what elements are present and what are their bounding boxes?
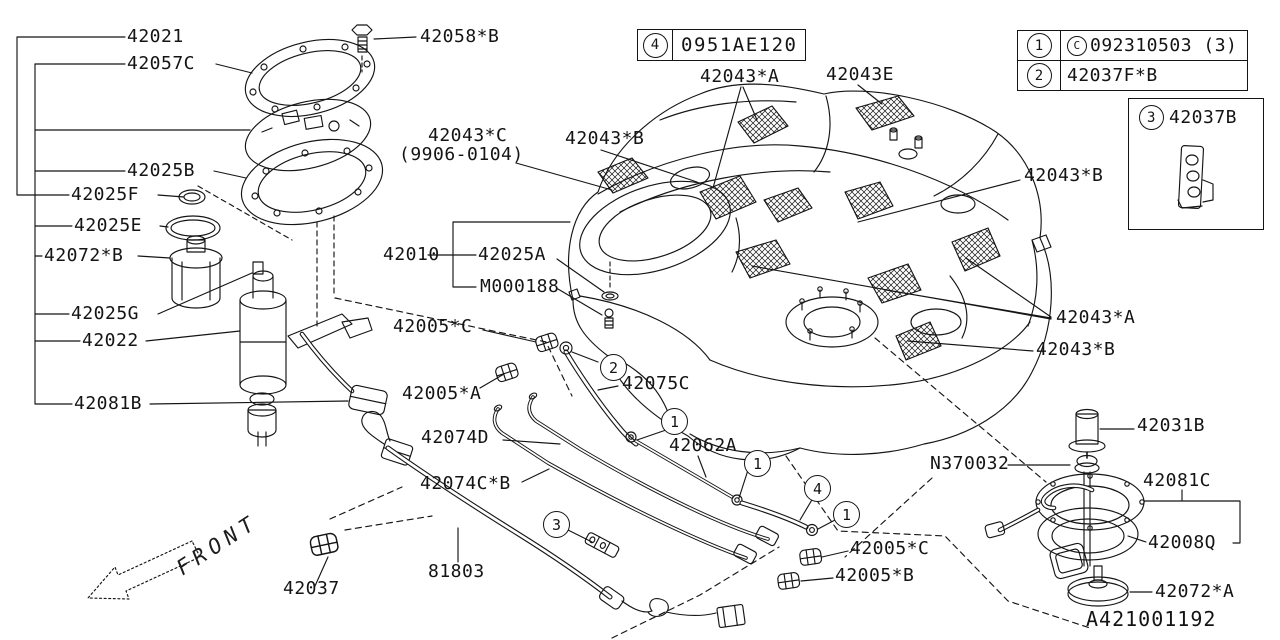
part-label-42005C-bottom: 42005*C (850, 538, 930, 559)
circled-3-icon: 3 (1139, 105, 1164, 130)
part-label-42074D: 42074D (421, 427, 490, 448)
part-label-42010: 42010 (383, 244, 440, 265)
part-label-42062A: 42062A (669, 435, 738, 456)
callout-marker-3: 3 (543, 511, 570, 538)
left-bracket-lines (16, 36, 349, 405)
part-label-42072A: 42072*A (1155, 581, 1235, 602)
circled-1-icon: 1 (1026, 33, 1052, 58)
reference-row-1: 1 C 092310503 (3) (1018, 31, 1247, 60)
part-label-42043B-top: 42043*B (565, 128, 645, 149)
clamp-callout-part: 0951AE120 (681, 34, 798, 56)
part-label-42043C: 42043*C (428, 125, 508, 146)
part-label-42081B: 42081B (74, 393, 143, 414)
reference-table: 1 C 092310503 (3) 2 42037F*B (1017, 30, 1248, 91)
part-label-42075C: 42075C (622, 373, 691, 394)
callout-marker-4: 4 (804, 475, 831, 502)
callout-marker-1: 1 (744, 450, 771, 477)
clamp-callout-box: 4 0951AE120 (637, 29, 807, 61)
clamp-callout-marker-cell: 4 (638, 30, 673, 60)
mount-studs (799, 286, 863, 341)
fuel-harness (361, 410, 746, 629)
part-label-42022: 42022 (82, 330, 139, 351)
part-label-42021: 42021 (127, 26, 184, 47)
reference-part-2: 42037F*B (1067, 65, 1158, 86)
part-label-42043A-right: 42043*A (1056, 307, 1136, 328)
pipe-bracket-clip (584, 532, 620, 558)
part-label-M000188: M000188 (480, 276, 560, 297)
fuel-sender-assembly (984, 408, 1145, 607)
circled-2-icon: 2 (1026, 63, 1052, 88)
cushion-pads (597, 95, 1001, 361)
part-label-42005C-top: 42005*C (393, 316, 473, 337)
callout-marker-1: 1 (833, 501, 860, 528)
fuel-pump-assembly (165, 24, 388, 447)
part-label-42043E: 42043E (826, 64, 895, 85)
diagram-id-code: A421001192 (1086, 607, 1217, 631)
part-label-42043B-right: 42043*B (1024, 165, 1104, 186)
part-label-42074CB: 42074C*B (420, 473, 511, 494)
front-direction-arrow (87, 540, 201, 600)
fuel-tank (568, 83, 1052, 461)
part-label-42025F: 42025F (71, 184, 140, 205)
part-label-42058B: 42058*B (420, 26, 500, 47)
reference-row-2: 2 42037F*B (1018, 60, 1247, 90)
fuel-hoses-and-pipes (308, 331, 823, 591)
part-label-42031B: 42031B (1137, 415, 1206, 436)
clip-callout-box: 3 42037B (1128, 98, 1264, 230)
callout-marker-1: 1 (661, 408, 688, 435)
part-label-42057C: 42057C (127, 53, 196, 74)
part-label-42081C: 42081C (1143, 470, 1212, 491)
reference-part-1: 092310503 (3) (1090, 35, 1238, 56)
part-label-42005A: 42005*A (402, 383, 482, 404)
clip-42037B-art (1177, 145, 1214, 209)
part-label-42043C-range: (9906-0104) (399, 144, 524, 165)
part-label-42025E: 42025E (74, 215, 143, 236)
part-label-81803: 81803 (428, 561, 485, 582)
part-label-42025B: 42025B (127, 160, 196, 181)
dashed-lines (329, 297, 1091, 639)
part-label-N370032: N370032 (930, 453, 1010, 474)
part-label-42005B: 42005*B (835, 565, 915, 586)
part-label-42043A-top: 42043*A (700, 66, 780, 87)
part-label-42025G: 42025G (71, 303, 140, 324)
part-label-42025A: 42025A (478, 244, 547, 265)
part-label-42043B-lower: 42043*B (1036, 339, 1116, 360)
clip-callout-part: 42037B (1169, 107, 1238, 128)
part-label-42072B: 42072*B (44, 245, 124, 266)
circled-4-icon: 4 (642, 32, 668, 58)
circled-c-icon: C (1067, 35, 1087, 56)
leader-lines (314, 36, 1241, 593)
part-label-42037: 42037 (283, 578, 340, 599)
part-label-42008Q: 42008Q (1148, 532, 1217, 553)
callout-marker-2: 2 (600, 354, 627, 381)
